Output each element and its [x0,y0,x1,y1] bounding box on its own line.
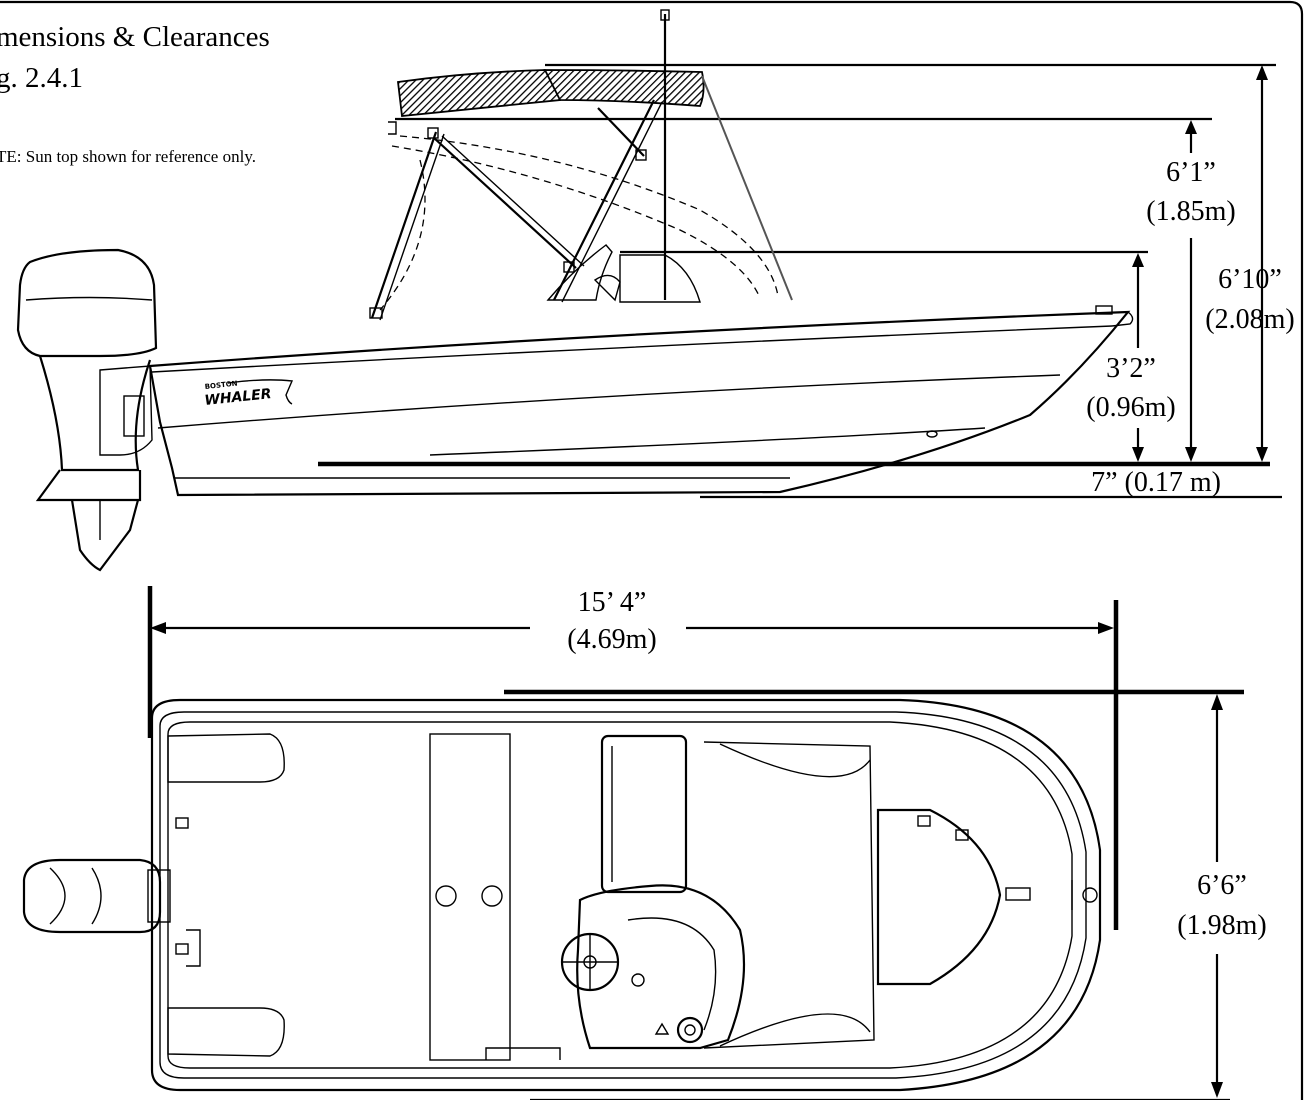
frame-hinge [388,121,397,135]
sun-top-note: TE: Sun top shown for reference only. [0,147,256,166]
hull-strake [429,427,986,456]
transom-fitting-bottom [175,943,189,955]
bow-light [1082,887,1098,903]
gunwale-height-arrow [1132,253,1144,462]
cup-holder-right [481,885,503,907]
bow-seat-curve-bottom [719,1013,871,1047]
brand-small-text: BOSTON [204,380,238,391]
hull-outline-top [150,698,1102,1092]
diagram-title: mensions & Clearances [0,21,270,53]
overall-height-arrow [1256,65,1268,462]
top-clear-imperial: 6’1” [1166,157,1216,188]
brand-logo-text: WHALER [204,386,273,409]
sheer-line [151,325,1113,373]
beam-arrow [1211,694,1223,1098]
aft-seat-starboard [167,1007,285,1057]
length-imperial: 15’ 4” [578,587,647,618]
console [619,254,701,303]
aft-seat-port [167,733,285,783]
outboard-engine-top [22,858,171,934]
overall-height-imperial: 6’10” [1218,264,1282,295]
rub-rail [159,711,1087,1079]
console-windscreen [627,917,717,1031]
brand-swoosh [227,379,294,405]
steering-wheel-side [593,274,621,302]
overall-height-metric: (2.08m) [1205,304,1294,335]
foredeck-inner-line [703,741,875,1049]
transom-fitting-top [175,817,189,829]
length-arrow [150,622,1114,634]
stowed-frame-outline [379,159,426,311]
windshield [546,244,613,301]
sun-top-strap [701,75,793,301]
cooler-seat [600,734,688,894]
hull [148,310,1131,497]
bow-eye [926,430,938,438]
bow-hinge-1 [917,815,931,827]
antenna-tip [660,9,670,21]
bow-cleat-top [1005,887,1031,901]
beam-metric: (1.98m) [1177,910,1266,941]
gunwale-height-metric: (0.96m) [1086,392,1175,423]
center-console [576,884,746,1050]
console-fuel-cap [676,1016,704,1044]
fuel-cap-center [684,1024,696,1036]
stowed-top-outline-inner [391,145,761,299]
sun-top-canopy-fwd [543,69,705,107]
hull-chine [157,374,1061,429]
figure-number: g. 2.4.1 [0,62,83,94]
beam-imperial: 6’6” [1197,870,1247,901]
stowed-top-outline-outer [399,135,779,297]
side-view: 6’1” (1.85m) 6’10” (2.08m) 3’2” (0.96m) … [16,9,1295,572]
bench-step [485,1047,561,1060]
transom-hatch [186,929,201,967]
sun-top-frame [369,99,663,321]
throttle-knob [631,973,645,987]
bow-hinge-2 [955,829,969,841]
cup-holder-left [435,885,457,907]
bow-seat-curve-top [719,743,871,778]
top-clear-metric: (1.85m) [1146,196,1235,227]
top-view: 15’ 4” (4.69m) 6’6” (1.98m) [22,586,1267,1100]
gunwale-height-imperial: 3’2” [1106,353,1156,384]
console-warning-symbol [654,1022,670,1035]
bow-tip [1111,311,1134,327]
bow-cleat [1095,305,1113,315]
bow-casting-deck [876,808,1002,986]
deck-edge [167,721,1073,1069]
length-metric: (4.69m) [567,624,656,655]
top-clear-arrow [1185,120,1197,462]
outboard-engine-side [16,248,158,572]
sun-top-canopy-aft [397,69,561,117]
draft-label: 7” (0.17 m) [1091,467,1221,498]
center-bench [429,733,511,1061]
